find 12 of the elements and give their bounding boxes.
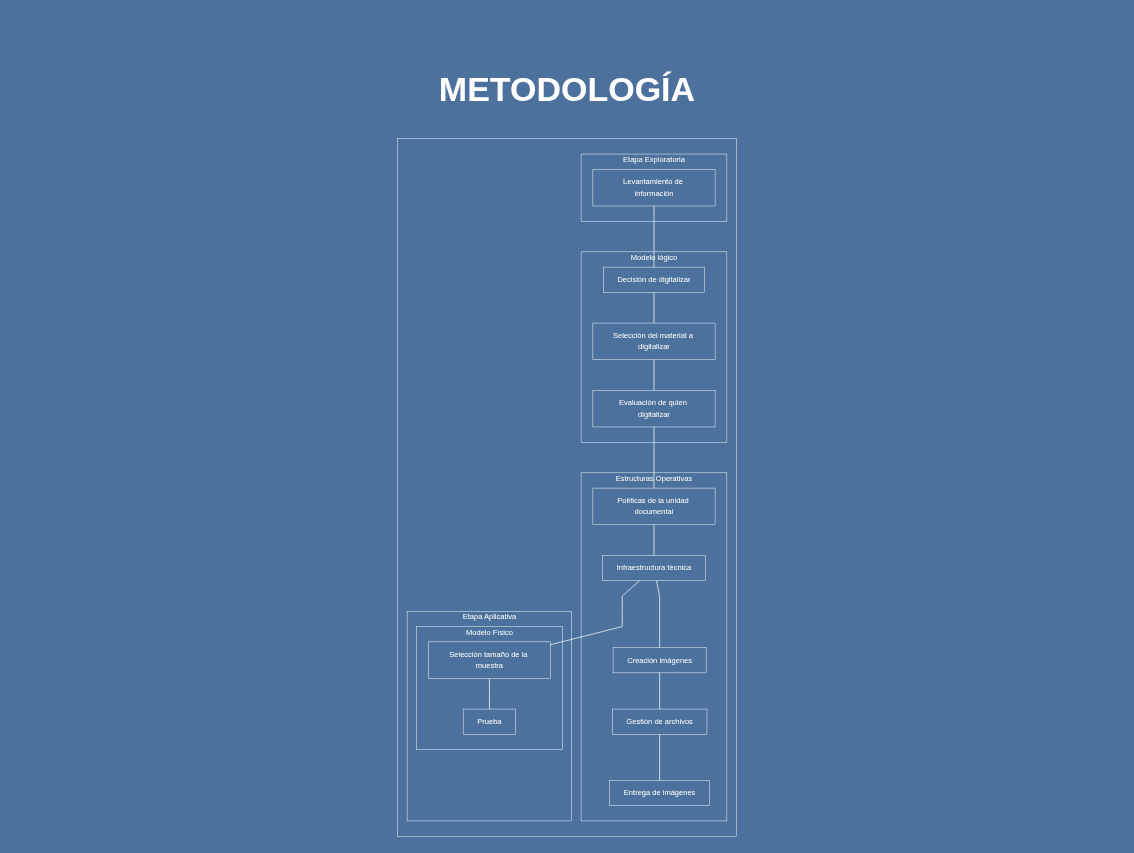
- connector: [489, 678, 490, 710]
- connector: [653, 426, 655, 489]
- connector: [653, 524, 655, 556]
- connector: [653, 205, 655, 268]
- connector: [653, 292, 655, 324]
- connector: [653, 359, 655, 391]
- connector: [659, 672, 660, 710]
- title: METODOLOGÍA: [437, 70, 697, 109]
- connector: [656, 580, 660, 648]
- connector: [550, 580, 640, 646]
- cluster: [397, 138, 737, 837]
- connector: [659, 734, 660, 781]
